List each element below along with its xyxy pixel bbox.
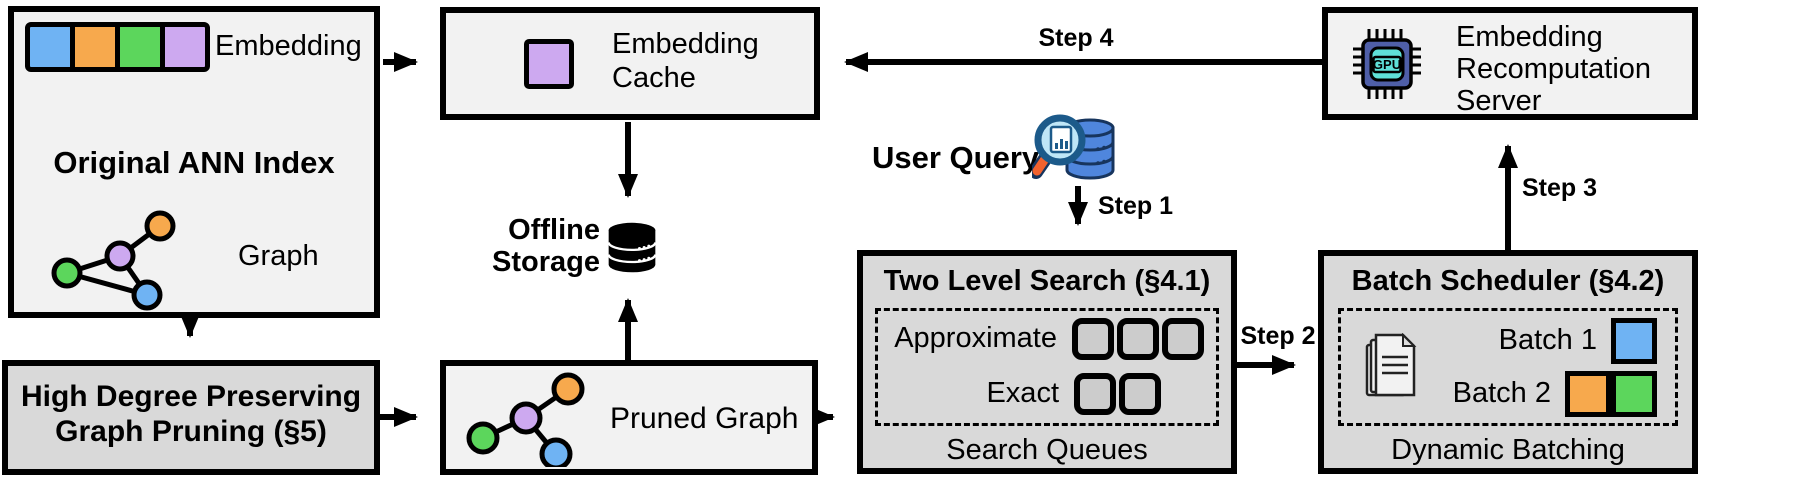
graph-label: Graph: [238, 240, 319, 272]
dynamic-batching-footer: Dynamic Batching: [1391, 434, 1625, 466]
cached-embedding-icon: [524, 39, 574, 89]
gpu-chip-icon: GPU: [1353, 29, 1421, 99]
batch-scheduler-box: Batch Scheduler (§4.2) Batch 1 Batch 2: [1318, 250, 1698, 474]
step4-label: Step 4: [1038, 24, 1114, 52]
batch2-query-green: [1611, 371, 1657, 417]
gpu-text: GPU: [1373, 57, 1401, 72]
original-graph-icon: [51, 210, 176, 311]
approximate-queue-slot: [1072, 318, 1114, 360]
original-ann-index-box: Embedding Original ANN Index Graph: [8, 6, 380, 318]
batch2-query-strip: [1565, 371, 1657, 417]
embedding-label: Embedding: [215, 30, 362, 62]
embedding-cache-box: Embedding Cache: [440, 7, 820, 120]
batch2-label: Batch 2: [1452, 377, 1551, 410]
embedding-cell-purple: [160, 27, 205, 67]
cache-title-line2: Cache: [612, 62, 696, 94]
user-query-label: User Query: [872, 140, 1040, 175]
batch1-query-blue: [1611, 318, 1657, 364]
exact-queue-slot: [1074, 373, 1116, 415]
search-queues-region: Approximate Exact: [875, 308, 1219, 426]
approximate-queue-slot: [1162, 318, 1204, 360]
pruned-graph-label: Pruned Graph: [610, 402, 799, 435]
approximate-queue-slot: [1117, 318, 1159, 360]
two-level-search-box: Two Level Search (§4.1) Approximate Exac…: [857, 250, 1237, 474]
step3-label: Step 3: [1522, 174, 1598, 202]
pruned-graph-icon: [466, 372, 585, 467]
query-documents-icon: [1365, 333, 1417, 397]
search-queues-footer: Search Queues: [946, 434, 1148, 466]
embedding-cell-green: [115, 27, 160, 67]
embedding-cell-orange: [70, 27, 115, 67]
batch-scheduler-title: Batch Scheduler (§4.2): [1351, 265, 1665, 297]
pruned-graph-box: Pruned Graph: [440, 360, 818, 475]
user-query-icon: [1032, 114, 1115, 180]
offline-storage-database-icon: [607, 222, 657, 273]
batch1-label: Batch 1: [1498, 324, 1597, 357]
two-level-search-title: Two Level Search (§4.1): [883, 265, 1211, 297]
recomputation-server-box: GPU Embedding Recomputation Server: [1322, 7, 1698, 120]
exact-queue-label: Exact: [986, 377, 1059, 410]
server-title-line1: Embedding: [1456, 21, 1603, 53]
cache-title-line1: Embedding: [612, 28, 759, 60]
approximate-queue-label: Approximate: [894, 322, 1057, 355]
graph-pruning-box: High Degree Preserving Graph Pruning (§5…: [2, 360, 380, 475]
pruning-title-line1: High Degree Preserving: [20, 380, 362, 413]
offline-storage-label: Offline Storage: [492, 214, 600, 278]
embedding-vector-icon: [25, 22, 210, 72]
step1-label: Step 1: [1098, 192, 1174, 220]
step2-label: Step 2: [1240, 322, 1316, 350]
ann-index-title: Original ANN Index: [53, 145, 335, 180]
pruning-title-line2: Graph Pruning (§5): [55, 414, 327, 448]
exact-queue-slot: [1119, 373, 1161, 415]
server-title-line3: Server: [1456, 85, 1542, 117]
batch2-query-orange: [1565, 371, 1611, 417]
dynamic-batching-region: Batch 1 Batch 2: [1338, 308, 1678, 426]
server-title-line2: Recomputation: [1456, 53, 1652, 85]
embedding-cell-blue: [30, 27, 70, 67]
